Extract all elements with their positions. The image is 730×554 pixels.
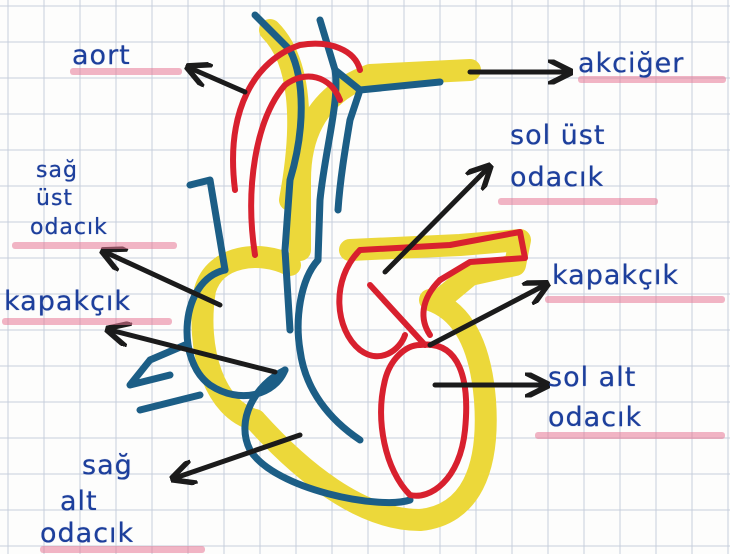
highlight-kapakcik-left: [2, 318, 172, 325]
label-sol-alt-line2: odacık: [548, 404, 642, 431]
label-kapakcik-right: kapakçık: [552, 262, 679, 289]
label-sag-alt-line2: alt: [60, 488, 98, 515]
arrow-aort: [190, 68, 245, 92]
label-sag-alt-line1: sağ: [82, 452, 133, 479]
label-kapakcik-left: kapakçık: [4, 288, 131, 315]
label-sag-alt-line3: odacık: [40, 520, 134, 547]
label-sol-ust-line2: odacık: [510, 164, 604, 191]
highlight-sag-ust: [12, 242, 177, 249]
label-aort: aort: [72, 42, 131, 69]
label-sag-ust-line1: sağ: [36, 160, 78, 182]
highlight-kapakcik-right: [545, 296, 725, 303]
highlight-sol-ust: [498, 198, 658, 205]
label-akciger: akciğer: [578, 50, 684, 77]
label-sag-ust-line3: odacık: [30, 217, 108, 239]
label-sol-ust-line1: sol üst: [510, 122, 605, 149]
label-sol-alt-line1: sol alt: [548, 364, 636, 391]
highlight-sol-alt: [535, 432, 725, 439]
label-sag-ust-line2: üst: [36, 188, 73, 210]
